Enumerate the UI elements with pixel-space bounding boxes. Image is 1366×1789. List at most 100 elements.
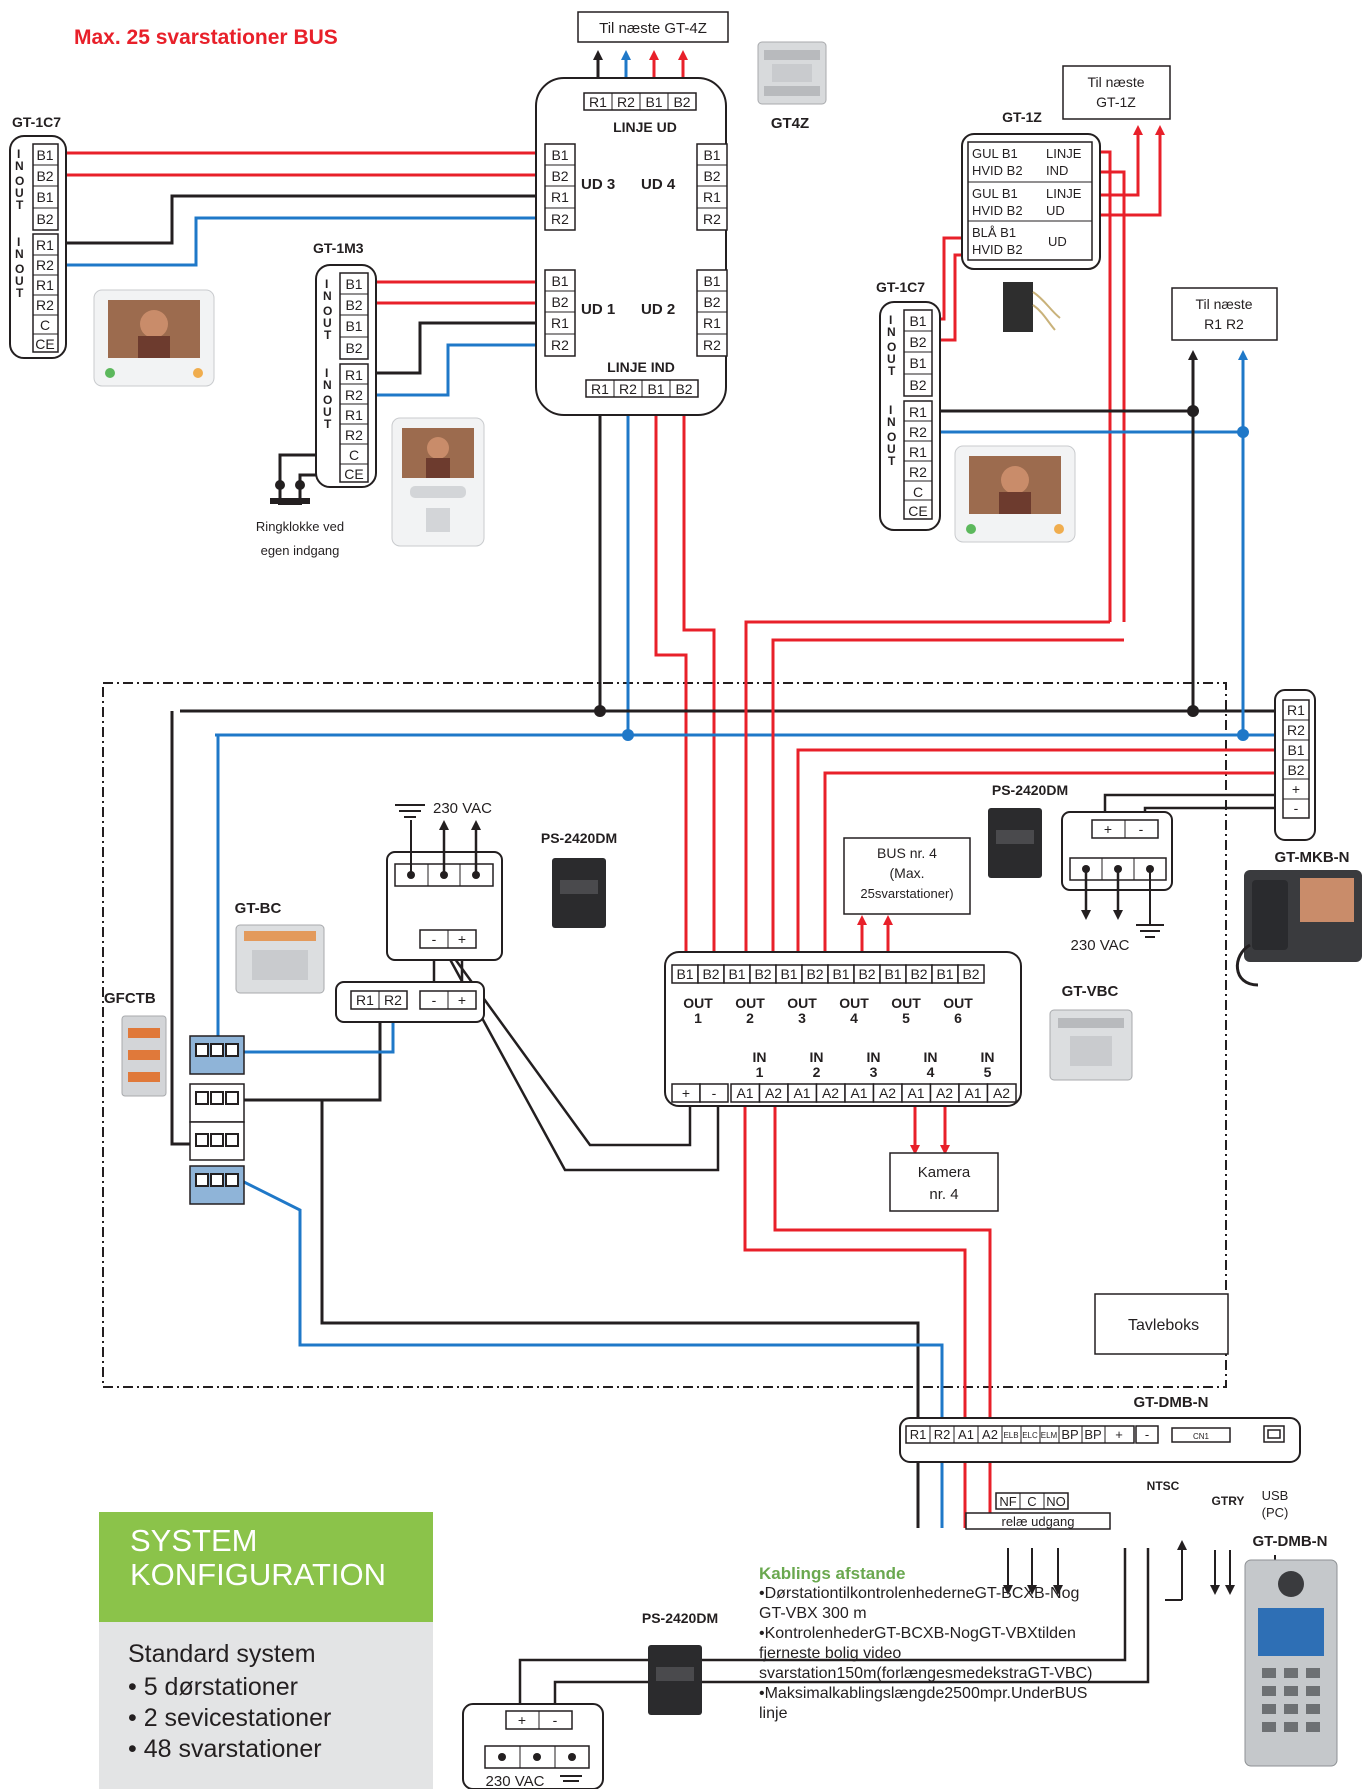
terminal-b2: B2: [909, 377, 926, 393]
wire-black: [240, 1098, 920, 1528]
ps-bottom-terminals: + -: [484, 1710, 590, 1769]
terminal-b1: B1: [647, 381, 664, 397]
terminal-minus: -: [1294, 800, 1299, 816]
gt1c7-left-label: GT-1C7: [12, 114, 61, 130]
svg-text:T: T: [888, 364, 896, 378]
svg-text:I: I: [889, 313, 892, 327]
linje-ind-label: LINJE IND: [607, 359, 675, 375]
terminal-a1: A1: [907, 1085, 924, 1101]
terminal-b1: B1: [909, 355, 926, 371]
in-label: IN: [810, 1049, 824, 1065]
terminal-r2: R2: [345, 387, 363, 403]
out-label: OUT: [787, 995, 817, 1011]
standard-system-subtitle: Standard system: [128, 1640, 316, 1668]
terminal-r1: R1: [551, 189, 569, 205]
svg-text:I: I: [889, 403, 892, 417]
terminal-b2: B2: [36, 211, 53, 227]
kamera-label-1: Kamera: [918, 1164, 971, 1181]
svg-text:U: U: [887, 442, 896, 456]
terminal-c: C: [913, 484, 923, 500]
gtry-label: GTRY: [1212, 1494, 1245, 1508]
svg-text:N: N: [323, 289, 332, 303]
terminal-b2: B2: [910, 966, 927, 982]
terminal-r1: R1: [36, 277, 54, 293]
ring-button-icon: [270, 498, 310, 504]
list-item: • 2 sevicestationer: [128, 1704, 332, 1732]
arrow-black: [932, 350, 1198, 413]
wire-black: [518, 1548, 1127, 1720]
wire-blue: [243, 1017, 395, 1054]
terminal-r1: R1: [589, 94, 607, 110]
wire-blue: [58, 216, 545, 267]
gt1z-row1-right: LINJE: [1046, 146, 1082, 161]
gfctb-label: GFCTB: [104, 990, 156, 1007]
terminal-r2: R2: [551, 337, 569, 353]
out-label: OUT: [891, 995, 921, 1011]
terminal-r1: R1: [345, 407, 363, 423]
terminal-r2: R2: [345, 427, 363, 443]
svg-text:I: I: [325, 366, 328, 380]
terminal-ce: CE: [908, 503, 927, 519]
out-number: 4: [850, 1010, 858, 1026]
wire-blue: [368, 343, 545, 397]
out-label: OUT: [683, 995, 713, 1011]
svg-text:T: T: [324, 328, 332, 342]
svg-text:I: I: [17, 147, 20, 161]
terminal-elc: ELC: [1022, 1431, 1038, 1440]
terminal-b2: B2: [909, 334, 926, 350]
svg-text:T: T: [16, 286, 24, 300]
gt4z-linje-ud-terminals: R1 R2 B1 B2: [583, 92, 697, 111]
ntsc-label: NTSC: [1147, 1479, 1180, 1493]
svg-text:T: T: [324, 417, 332, 431]
terminal-b1: B1: [1287, 742, 1304, 758]
gt1z-row2-left: GUL B1: [972, 186, 1018, 201]
terminal-bp: BP: [1084, 1427, 1101, 1442]
gfctb-device-image: [121, 1015, 167, 1097]
system-config-list: • 5 dørstationer • 2 sevicestationer • 4…: [128, 1672, 331, 1765]
gt1c7-left-terminals: B1 B2 B1 B2 R1 R2 R1 R2 C CE: [32, 143, 59, 353]
svg-text:N: N: [15, 159, 24, 173]
gt1z-device-image: [1003, 282, 1061, 332]
terminal-a2: A2: [936, 1085, 953, 1101]
terminal-b2: B2: [702, 966, 719, 982]
terminal-b2: B2: [345, 297, 362, 313]
wire-red: [1093, 170, 1126, 622]
svg-text:O: O: [887, 340, 896, 354]
terminal-r1: R1: [909, 404, 927, 420]
arrow-blue: [932, 350, 1248, 434]
terminal-b1: B1: [345, 276, 362, 292]
til-naeste-gt1z-label-1: Til næste: [1087, 74, 1144, 90]
gt1z-terminal-table: GUL B1 HVID B2 LINJE IND GUL B1 HVID B2 …: [967, 141, 1093, 261]
svg-text:O: O: [887, 430, 896, 444]
system-config-heading-1: SYSTEM: [130, 1523, 258, 1558]
til-naeste-gt4z-box: [577, 11, 729, 43]
terminal-a1: A1: [958, 1427, 974, 1442]
wire-black: [432, 926, 692, 1147]
bus-nr4-label-2: (Max.: [890, 865, 925, 881]
terminal-b1: B1: [909, 313, 926, 329]
til-naeste-gt1z-box: [1062, 65, 1171, 120]
svg-text:I: I: [325, 277, 328, 291]
usb-label: USB: [1262, 1488, 1289, 1503]
ground-icon: [395, 804, 425, 818]
wire-red: [796, 748, 1283, 965]
terminal-b2: B2: [754, 966, 771, 982]
terminal-minus: -: [712, 1085, 717, 1101]
in-number: 5: [984, 1064, 992, 1080]
ps-label-top: PS-2420DM: [541, 830, 617, 846]
arrow-red: [1093, 125, 1143, 197]
terminal-a1: A1: [793, 1085, 810, 1101]
svg-text:O: O: [323, 304, 332, 318]
wire-red: [823, 771, 1283, 965]
relay-nf: NF: [999, 1494, 1016, 1509]
svg-text:N: N: [887, 415, 896, 429]
gt-mkb-n-label: GT-MKB-N: [1275, 849, 1350, 866]
gt-vbc-box: [664, 951, 1022, 1107]
wire-black: [432, 929, 720, 1172]
in-number: 2: [813, 1064, 821, 1080]
cabling-line: •Maksimalkablingslængde2500mpr.UnderBUS: [759, 1685, 1088, 1702]
terminal-b2: B2: [858, 966, 875, 982]
terminal-plus: +: [458, 931, 466, 947]
